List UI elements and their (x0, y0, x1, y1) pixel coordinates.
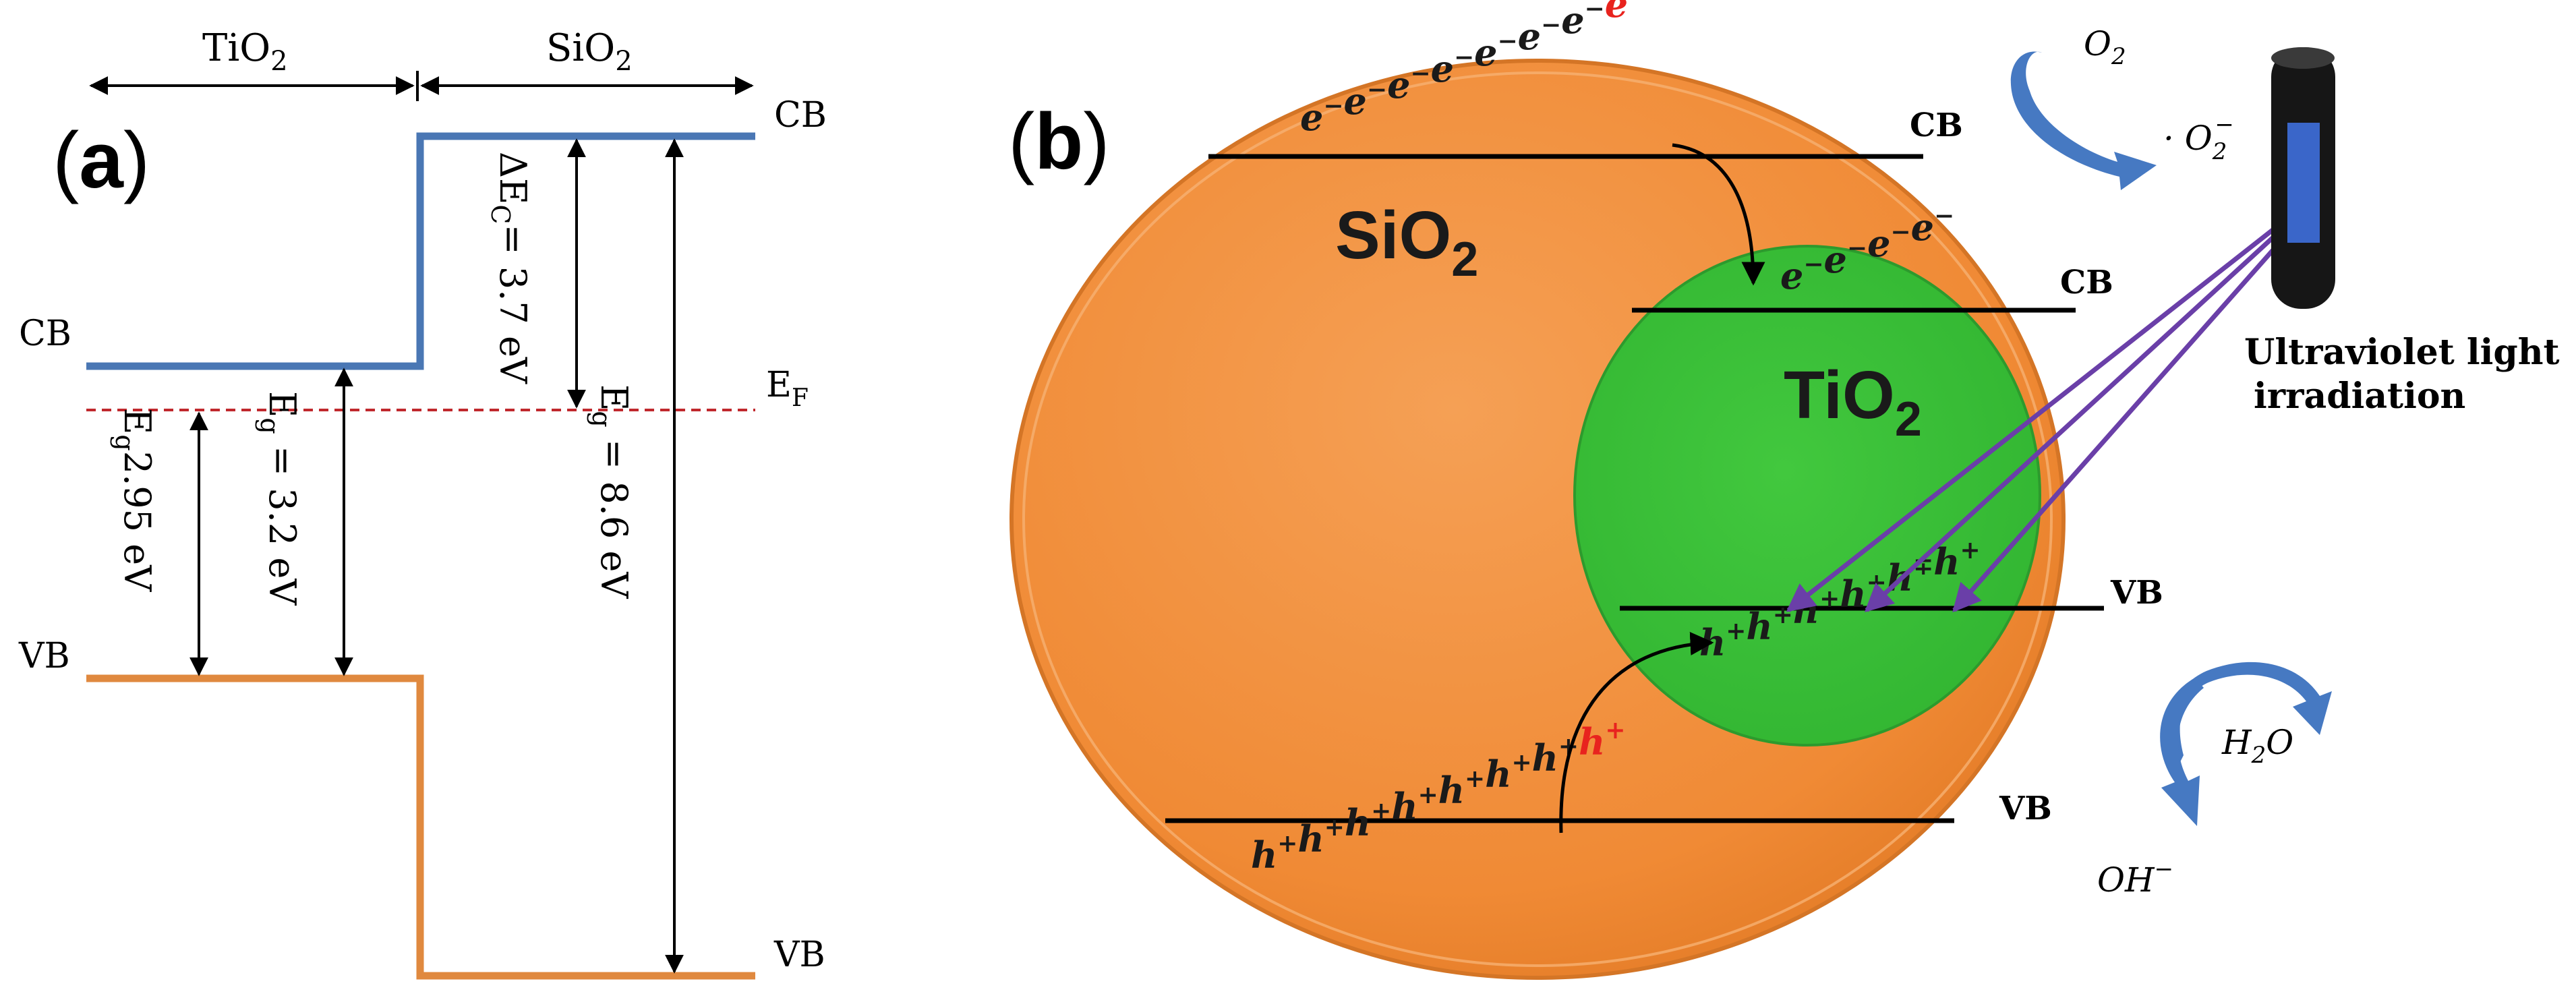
oxygen-reduction-arrow (2010, 51, 2157, 190)
uv-lamp-top (2271, 47, 2335, 69)
valence-band-edge (86, 674, 755, 980)
electron-charge: − (1410, 59, 1430, 88)
electron-charge: − (1367, 76, 1387, 104)
panel-a-label: (a) (53, 116, 150, 205)
electron-symbol: e (1824, 238, 1847, 281)
tio2-electron-row: e−e−e−e− (1780, 202, 1954, 297)
tio2-region-label: TiO2 (202, 26, 288, 77)
gap-label-2-95: Eg2.95 eV (110, 408, 158, 592)
electron-charge: − (1847, 234, 1867, 262)
cb-right-label: CB (774, 95, 827, 136)
o2-label: O2 (2084, 24, 2126, 70)
electron-symbol: e (1605, 0, 1628, 26)
hole-symbol: h (1391, 785, 1417, 828)
electron-symbol: e (1300, 96, 1323, 139)
hole-symbol: h (1532, 736, 1558, 780)
gap-label-8-6: Eg = 8.6 eV (587, 384, 635, 599)
superoxide-label: · O2− (2163, 111, 2234, 165)
hole-charge: + (1324, 813, 1345, 842)
tio2-particle (1573, 245, 2041, 746)
electron-charge: − (1628, 0, 1648, 7)
hole-symbol: h (1345, 801, 1371, 844)
uv-label-line2: irradiation (2254, 376, 2465, 417)
water-label: H2O (2221, 723, 2293, 769)
electron-symbol: e (1780, 254, 1803, 297)
electron-symbol: e (1561, 0, 1584, 42)
hole-charge: + (1960, 536, 1980, 564)
hole-symbol: h (1485, 753, 1511, 796)
hole-symbol: h (1251, 833, 1277, 877)
electron-charge: − (1585, 0, 1605, 23)
electron-symbol: e (1518, 15, 1541, 58)
uv-beam-1 (1786, 181, 2334, 612)
electron-charge: − (1323, 92, 1343, 120)
fermi-level-label: EF (766, 365, 809, 412)
sio2-hole-row: h+h+h+h+h+h+h+h+ (1251, 716, 1626, 877)
sio2-region-label: SiO2 (546, 26, 633, 77)
sio2-cb-label: CB (1910, 107, 1963, 144)
electron-charge: − (1454, 43, 1474, 71)
panel-b: (b) CB CB VB VB SiO2 TiO2 e−e−e−e−e−e−e−… (1008, 0, 2560, 980)
electron-transfer-arrow (1672, 143, 1765, 286)
sio2-vb-label: VB (1999, 790, 2052, 827)
conduction-band-edge (86, 132, 755, 370)
hole-symbol: h (1746, 605, 1772, 648)
cb-left-label: CB (19, 314, 71, 354)
electron-symbol: e (1474, 31, 1497, 74)
uv-beam-2 (1864, 181, 2334, 612)
vb-right-label: VB (773, 935, 825, 975)
uv-beam-3 (1952, 181, 2334, 613)
sio2-particle-rim (1022, 71, 2053, 967)
electron-charge: − (1803, 250, 1823, 279)
tio2-material-label: TiO2 (1784, 357, 1922, 446)
uv-lamp (2271, 47, 2335, 309)
delta-ec-label: ΔEC= 3.7 eV (486, 152, 534, 384)
sio2-electron-row: e−e−e−e−e−e−e−e− (1300, 0, 1648, 139)
hole-symbol: h (1840, 573, 1866, 616)
hydroxyl-label: OH− (2097, 856, 2173, 900)
electron-charge: − (1934, 202, 1954, 230)
hole-charge: + (1277, 829, 1297, 858)
hole-charge: + (1511, 749, 1531, 777)
electron-symbol: e (1344, 80, 1367, 123)
vb-left-label: VB (18, 636, 70, 676)
electron-symbol: e (1867, 222, 1890, 265)
electron-charge: − (1497, 27, 1517, 55)
uv-label-line1: Ultraviolet light (2244, 332, 2560, 373)
panel-a: (a) TiO2 SiO2 CB VB CB VB EF Eg2.95 eV E… (18, 26, 827, 980)
hole-charge: + (1773, 601, 1793, 629)
tio2-cb-label: CB (2060, 264, 2113, 301)
hole-transfer-arrow (1559, 632, 1714, 833)
hole-charge: + (1371, 797, 1391, 825)
electron-charge: − (1541, 11, 1561, 39)
hole-charge: + (1418, 781, 1438, 809)
hole-symbol: h (1579, 720, 1605, 763)
electron-symbol: e (1431, 47, 1454, 90)
electron-symbol: e (1387, 63, 1410, 107)
hole-symbol: h (1297, 817, 1324, 860)
panel-b-label: (b) (1008, 97, 1110, 186)
hole-symbol: h (1438, 769, 1465, 812)
uv-lamp-window (2287, 123, 2320, 243)
sio2-material-label: SiO2 (1335, 198, 1478, 287)
electron-symbol: e (1911, 206, 1934, 249)
water-oxidation-arrow-tail (2160, 678, 2204, 826)
hole-charge: + (1819, 585, 1840, 613)
tio2-vb-label: VB (2110, 574, 2163, 612)
hole-charge: + (1605, 716, 1625, 744)
gap-label-3-2: Eg = 3.2 eV (255, 391, 303, 606)
hole-charge: + (1465, 765, 1485, 793)
electron-charge: − (1890, 218, 1910, 246)
hole-charge: + (1726, 617, 1746, 645)
